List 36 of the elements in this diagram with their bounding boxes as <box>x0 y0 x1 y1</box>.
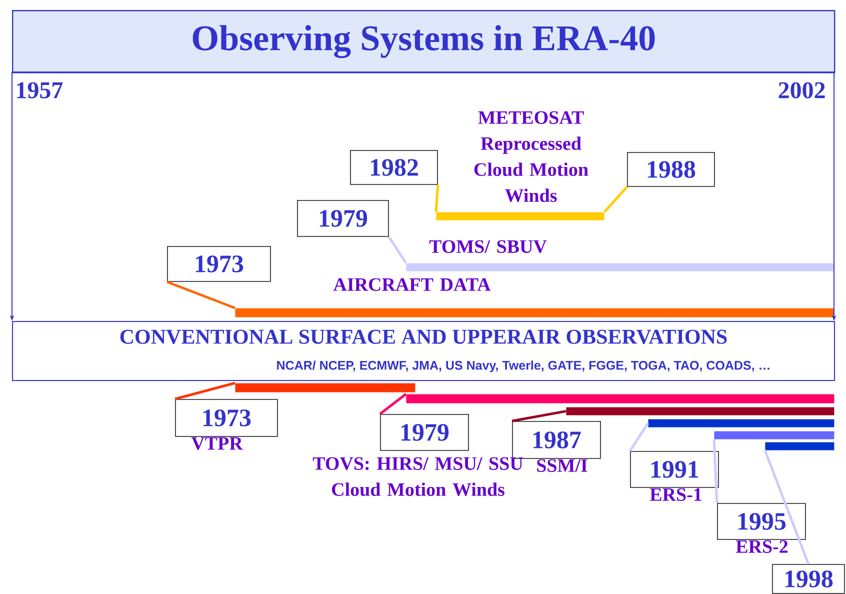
leader-line <box>764 450 810 564</box>
timeline-bar <box>406 394 834 404</box>
year-box: 1973 <box>175 399 278 437</box>
timeline-bar <box>235 308 834 318</box>
system-label: SSM/I <box>537 459 588 472</box>
year-box: 1998 <box>772 564 845 594</box>
year-box: 1991 <box>630 451 719 488</box>
timeline-bar <box>406 263 834 272</box>
year-label: 1957 <box>17 82 63 98</box>
leader-line <box>712 439 718 504</box>
observation-box: CONVENTIONAL SURFACE AND UPPERAIR OBSERVATIONS NCAR/ NCEP, ECMWF, JMA, US Navy, Twerle, GATE, FGGE, TOGA, TAO, COADS, … <box>12 321 835 381</box>
system-label: METEOSAT Reprocessed Cloud Motion Winds <box>474 111 588 202</box>
year-box: 1979 <box>380 414 469 451</box>
system-label: TOMS/ SBUV <box>429 240 547 254</box>
year-box: 1988 <box>627 152 715 187</box>
leader-line <box>434 184 440 212</box>
timeline-bar <box>714 431 834 440</box>
year-box: 1995 <box>717 503 806 540</box>
system-label: VTPR <box>191 437 244 450</box>
timeline-bar <box>436 212 604 220</box>
year-box: 1979 <box>297 200 389 237</box>
timeline-bar <box>648 419 834 428</box>
system-label: TOVS: HIRS/ MSU/ SSU Cloud Motion Winds <box>312 457 523 496</box>
year-label: 2002 <box>778 82 825 98</box>
year-box: 1973 <box>167 246 271 282</box>
system-label: ERS-2 <box>736 540 788 553</box>
title-banner: Observing Systems in ERA-40 <box>12 10 836 74</box>
leader-line <box>166 280 236 310</box>
leader-line <box>603 186 628 213</box>
timeline-bar <box>235 383 416 392</box>
timeline-bar <box>765 442 834 450</box>
system-label: AIRCRAFT DATA <box>333 278 491 291</box>
leader-line <box>388 236 408 264</box>
year-box: 1982 <box>350 150 438 185</box>
system-label: ERS-1 <box>650 488 702 501</box>
timeline-bar <box>566 407 834 416</box>
